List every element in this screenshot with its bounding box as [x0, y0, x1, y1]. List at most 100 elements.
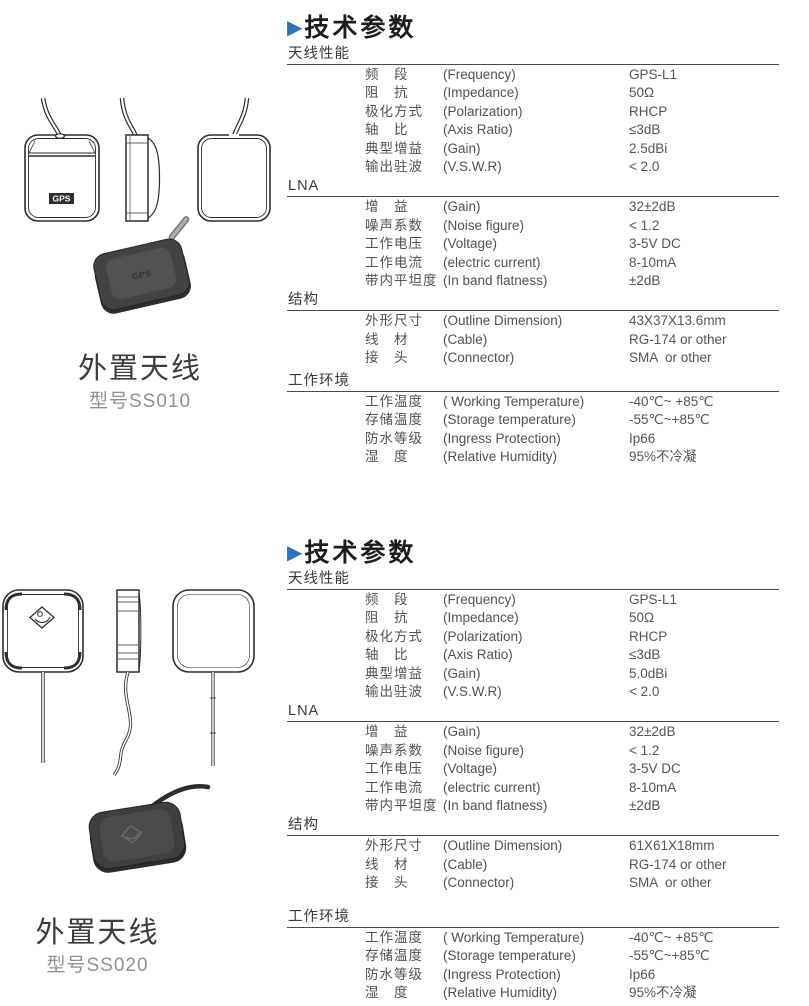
param-value: -55℃~+85℃	[629, 412, 710, 428]
param-cn-label: 工作温度	[365, 393, 423, 409]
product-model: 型号SS010	[88, 391, 192, 412]
param-en-label: (Axis Ratio)	[443, 647, 513, 663]
param-cn-label: 增 益	[365, 724, 409, 740]
param-cn-label: 工作电压	[365, 761, 423, 777]
param-cn-label: 接 头	[365, 875, 409, 891]
puck-gps-marking: GPS	[131, 268, 152, 282]
table-row: 增 益 (Gain) 32±2dB	[287, 723, 779, 741]
param-value: ±2dB	[629, 798, 661, 814]
section-lna: LNA 增 益 (Gain) 32±2dB 噪声系数 (Noise figure…	[287, 703, 779, 815]
param-cn-label: 频 段	[365, 592, 409, 607]
param-en-label: (Polarization)	[443, 628, 523, 644]
product-name: 外置天线	[77, 353, 202, 385]
param-value: SMA or other	[629, 875, 712, 891]
param-value: 95%不冷凝	[629, 448, 697, 464]
section-structure: 结构 外形尺寸 (Outline Dimension) 61X61X18mm 线…	[287, 817, 779, 892]
section-structure: 结构 外形尺寸 (Outline Dimension) 43X37X13.6mm…	[287, 292, 779, 367]
front-view-drawing	[2, 589, 84, 763]
product-label-ss020: 外置天线 型号SS020	[5, 916, 190, 978]
param-value: -55℃~+85℃	[629, 948, 710, 964]
table-row: 存储温度 (Storage temperature) -55℃~+85℃	[287, 947, 779, 965]
section-rows: 增 益 (Gain) 32±2dB 噪声系数 (Noise figure) < …	[287, 722, 779, 815]
param-value: < 1.2	[629, 217, 660, 233]
param-value: 50Ω	[629, 85, 655, 101]
param-en-label: ( Working Temperature)	[443, 929, 585, 945]
table-row: 极化方式 (Polarization) RHCP	[287, 628, 779, 646]
param-value: 8-10mA	[629, 779, 677, 795]
param-cn-label: 防水等级	[365, 430, 423, 446]
param-en-label: (Impedance)	[443, 610, 519, 626]
param-en-label: (Relative Humidity)	[443, 448, 558, 464]
table-row: 频 段 (Frequency) GPS-L1	[287, 591, 779, 609]
param-en-label: (Connector)	[443, 875, 515, 891]
param-en-label: (Gain)	[443, 140, 481, 156]
table-row: 防水等级 (Ingress Protection) Ip66	[287, 430, 779, 448]
param-value: 2.5dBi	[629, 140, 668, 156]
gps-marking: GPS	[49, 193, 74, 204]
antenna-drawing-ss010: GPS GPS	[24, 97, 271, 314]
spec-title-text: 技术参数	[304, 539, 417, 567]
param-cn-label: 频 段	[365, 67, 409, 82]
section-header: 结构	[287, 817, 779, 837]
param-cn-label: 噪声系数	[365, 742, 423, 758]
param-en-label: (Cable)	[443, 331, 488, 347]
param-cn-label: 线 材	[365, 856, 409, 872]
param-cn-label: 带内平坦度	[365, 273, 438, 289]
front-view-drawing: GPS	[24, 97, 100, 222]
param-value: < 2.0	[629, 684, 660, 700]
param-en-label: (V.S.W.R)	[443, 684, 502, 700]
table-row: 带内平坦度 (In band flatness) ±2dB	[287, 797, 779, 815]
param-cn-label: 湿 度	[365, 984, 409, 1000]
section-working-environment: 工作环境 工作温度 ( Working Temperature) -40℃~ +…	[287, 909, 779, 1003]
param-value: ≤3dB	[629, 647, 661, 663]
param-value: ±2dB	[629, 273, 661, 289]
param-cn-label: 工作温度	[365, 929, 423, 945]
param-value: RG-174 or other	[629, 331, 727, 347]
section-header: 工作环境	[287, 373, 779, 392]
param-cn-label: 防水等级	[365, 966, 423, 982]
param-cn-label: 带内平坦度	[365, 798, 438, 814]
param-en-label: (Outline Dimension)	[443, 838, 563, 854]
table-row: 湿 度 (Relative Humidity) 95%不冷凝	[287, 984, 779, 1002]
param-cn-label: 接 头	[365, 350, 409, 366]
table-row: 防水等级 (Ingress Protection) Ip66	[287, 966, 779, 984]
param-value: RHCP	[629, 628, 668, 644]
param-en-label: ( Working Temperature)	[443, 393, 585, 409]
brand-logo-icon	[29, 606, 55, 629]
param-value: 32±2dB	[629, 199, 676, 215]
param-cn-label: 工作电流	[365, 254, 423, 270]
section-rows: 外形尺寸 (Outline Dimension) 43X37X13.6mm 线 …	[287, 311, 779, 367]
param-en-label: (In band flatness)	[443, 273, 548, 289]
back-view-drawing	[197, 97, 271, 222]
table-row: 工作电流 (electric current) 8-10mA	[287, 779, 779, 797]
table-row: 输出驻波 (V.S.W.R) < 2.0	[287, 683, 779, 701]
param-en-label: (Gain)	[443, 724, 481, 740]
param-en-label: (Connector)	[443, 350, 515, 366]
param-en-label: (Ingress Protection)	[443, 430, 561, 446]
param-en-label: (Voltage)	[443, 236, 498, 252]
section-header: 天线性能	[287, 571, 779, 590]
param-value: 43X37X13.6mm	[629, 313, 726, 329]
table-row: 工作温度 ( Working Temperature) -40℃~ +85℃	[287, 929, 779, 947]
param-en-label: (V.S.W.R)	[443, 159, 502, 175]
triangle-bullet-icon: ▶	[287, 17, 303, 39]
param-en-label: (Voltage)	[443, 761, 498, 777]
param-value: 3-5V DC	[629, 761, 681, 777]
section-header: 天线性能	[287, 46, 779, 65]
param-value: < 2.0	[629, 159, 660, 175]
param-value: RG-174 or other	[629, 856, 727, 872]
triangle-bullet-icon: ▶	[287, 542, 303, 564]
section-header: 工作环境	[287, 909, 779, 928]
param-value: 3-5V DC	[629, 236, 681, 252]
product-model: 型号SS020	[46, 955, 149, 976]
param-cn-label: 外形尺寸	[365, 313, 423, 329]
table-row: 湿 度 (Relative Humidity) 95%不冷凝	[287, 448, 779, 466]
param-cn-label: 存储温度	[365, 948, 423, 964]
spec-table-ss010: ▶技术参数 天线性能 频 段 (Frequency) GPS-L1 阻 抗 (I…	[287, 12, 779, 466]
table-row: 轴 比 (Axis Ratio) ≤3dB	[287, 121, 779, 139]
param-en-label: (Gain)	[443, 199, 481, 215]
puck-3d-drawing: GPS	[93, 216, 191, 314]
section-header: 结构	[287, 292, 779, 312]
spec-title: ▶技术参数	[287, 537, 779, 569]
param-en-label: (Storage temperature)	[443, 412, 576, 428]
